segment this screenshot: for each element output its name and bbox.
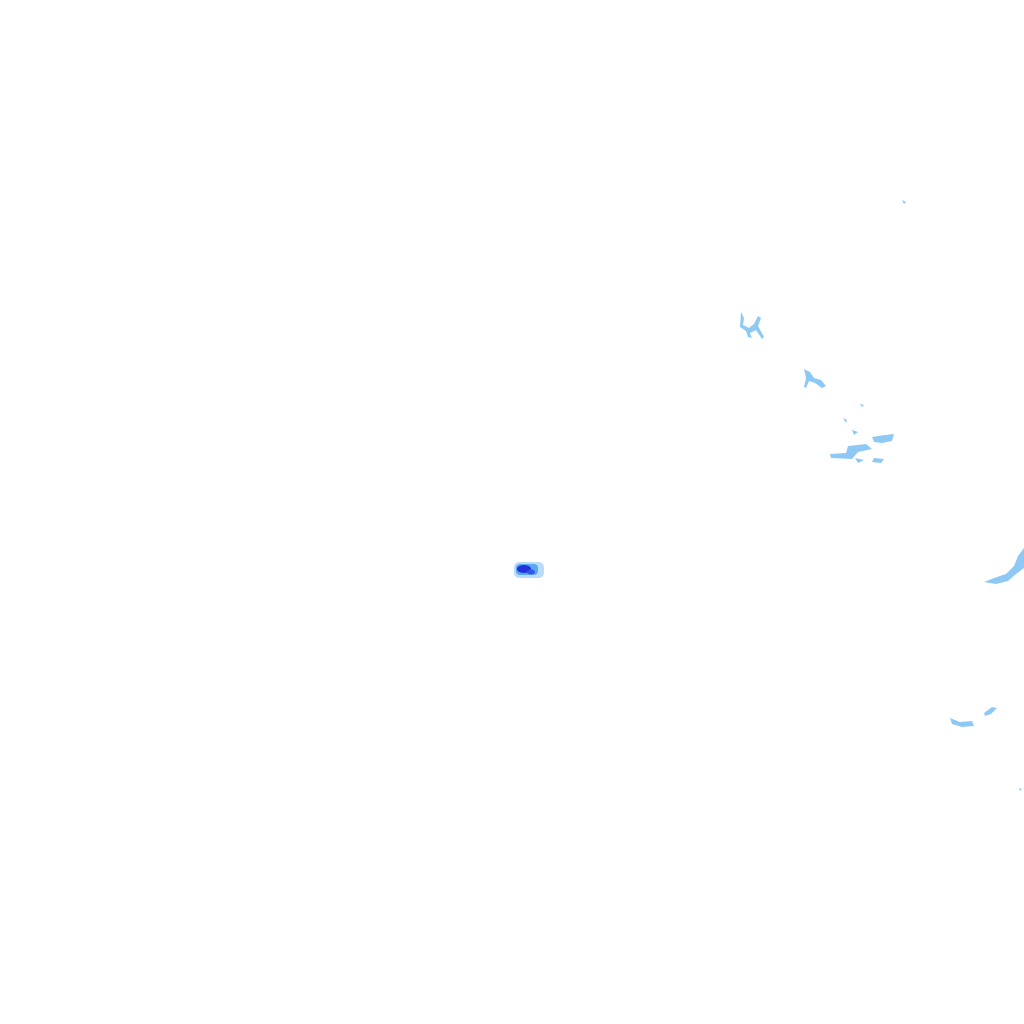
water-patch-y-shape — [740, 312, 764, 339]
water-speck-top-right — [902, 200, 906, 204]
water-patch-curve — [804, 369, 826, 388]
water-patch-right-edge — [984, 548, 1024, 584]
water-patch-lower-right-small — [984, 707, 997, 716]
water-cluster — [830, 404, 894, 463]
water-blob-center — [514, 562, 544, 578]
water-patch-lower-right — [950, 718, 974, 727]
water-speck-bottom-right — [1019, 788, 1022, 791]
